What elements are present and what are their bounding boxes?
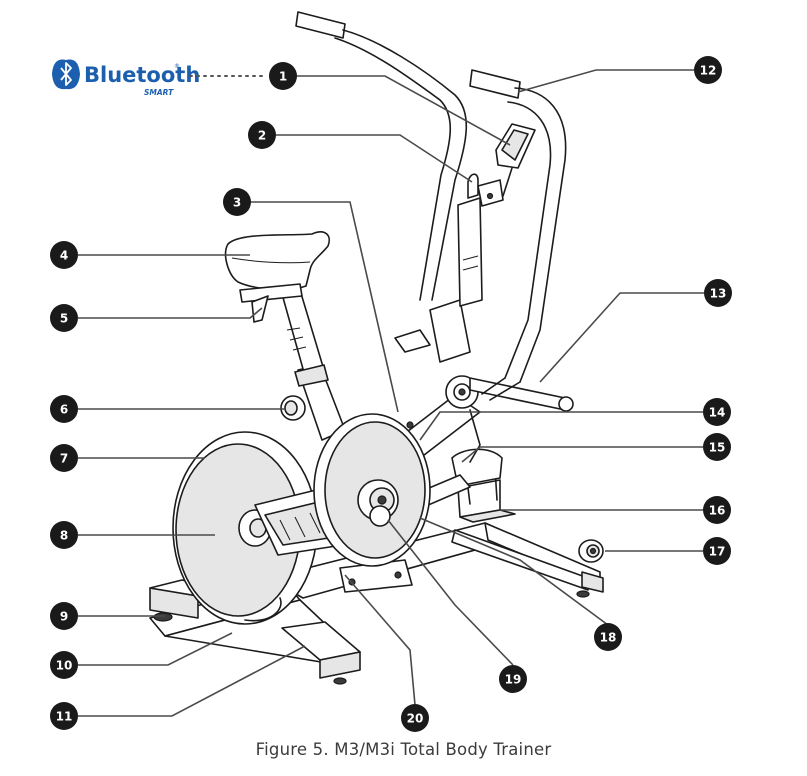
callout-8: 8 xyxy=(50,521,78,549)
leader-lines xyxy=(78,69,704,717)
callout-3: 3 xyxy=(223,188,251,216)
callout-label: 3 xyxy=(233,196,241,210)
callout-label: 17 xyxy=(709,545,726,559)
callout-18: 18 xyxy=(594,623,622,651)
svg-text:®: ® xyxy=(174,63,180,70)
leader-19 xyxy=(387,519,514,666)
transport-wheel xyxy=(578,539,604,563)
seat-assembly xyxy=(224,231,330,323)
callout-label: 13 xyxy=(710,287,727,301)
callout-label: 4 xyxy=(60,249,68,263)
leader-15 xyxy=(461,446,703,463)
leader-11 xyxy=(78,645,306,717)
lower-linkage xyxy=(469,409,481,463)
callout-11: 11 xyxy=(50,702,78,730)
callout-14: 14 xyxy=(703,398,731,426)
callout-13: 13 xyxy=(704,279,732,307)
callout-15: 15 xyxy=(703,433,731,461)
bike-illustration xyxy=(149,11,604,685)
leader-10 xyxy=(78,632,233,666)
bluetooth-brand: Bluetooth xyxy=(84,63,200,87)
callout-label: 18 xyxy=(600,631,617,645)
callout-label: 5 xyxy=(60,312,68,326)
callout-label: 1 xyxy=(279,70,287,84)
callout-17: 17 xyxy=(703,537,731,565)
callout-label: 2 xyxy=(258,129,266,143)
callout-label: 8 xyxy=(60,529,68,543)
callout-7: 7 xyxy=(50,444,78,472)
leader-12 xyxy=(517,69,694,93)
callout-label: 20 xyxy=(407,712,424,726)
arm-handle xyxy=(295,11,468,301)
callout-label: 9 xyxy=(60,610,68,624)
callout-9: 9 xyxy=(50,602,78,630)
callout-12: 12 xyxy=(694,56,722,84)
callout-5: 5 xyxy=(50,304,78,332)
callout-label: 11 xyxy=(56,710,73,724)
bluetooth-logo: Bluetooth SMART ® xyxy=(52,59,267,97)
console xyxy=(467,123,536,207)
adjustment-knob xyxy=(280,395,306,421)
leader-14 xyxy=(419,411,703,441)
callout-label: 14 xyxy=(709,406,726,420)
leader-2 xyxy=(276,134,473,183)
callout-20: 20 xyxy=(401,704,429,732)
callout-2: 2 xyxy=(248,121,276,149)
callout-10: 10 xyxy=(50,651,78,679)
leader-5 xyxy=(78,307,263,319)
flywheel xyxy=(172,431,318,625)
foot-peg xyxy=(394,329,574,412)
guard-ring xyxy=(244,597,282,622)
leader-20 xyxy=(344,574,416,706)
callout-label: 6 xyxy=(60,403,68,417)
callout-19: 19 xyxy=(499,665,527,693)
pedal xyxy=(451,448,516,523)
callout-1: 1 xyxy=(269,62,297,90)
callout-label: 19 xyxy=(505,673,522,687)
bluetooth-tag: SMART xyxy=(144,88,174,97)
callout-label: 10 xyxy=(56,659,73,673)
callout-16: 16 xyxy=(703,496,731,524)
leader-18 xyxy=(419,517,609,626)
figure-caption: Figure 5. M3/M3i Total Body Trainer xyxy=(255,740,552,759)
callouts: 1 2 3 4 5 6 7 8 9 10 11 12 13 14 15 16 1… xyxy=(50,56,732,732)
callout-6: 6 xyxy=(50,395,78,423)
callout-label: 16 xyxy=(709,504,726,518)
leader-3 xyxy=(250,201,399,413)
callout-label: 7 xyxy=(60,452,68,466)
callout-label: 15 xyxy=(709,441,726,455)
callout-label: 12 xyxy=(700,64,717,78)
drive-disc xyxy=(313,413,431,567)
leader-1 xyxy=(296,75,511,146)
leader-13 xyxy=(539,292,704,383)
front-handlebar xyxy=(469,69,567,401)
callout-4: 4 xyxy=(50,241,78,269)
